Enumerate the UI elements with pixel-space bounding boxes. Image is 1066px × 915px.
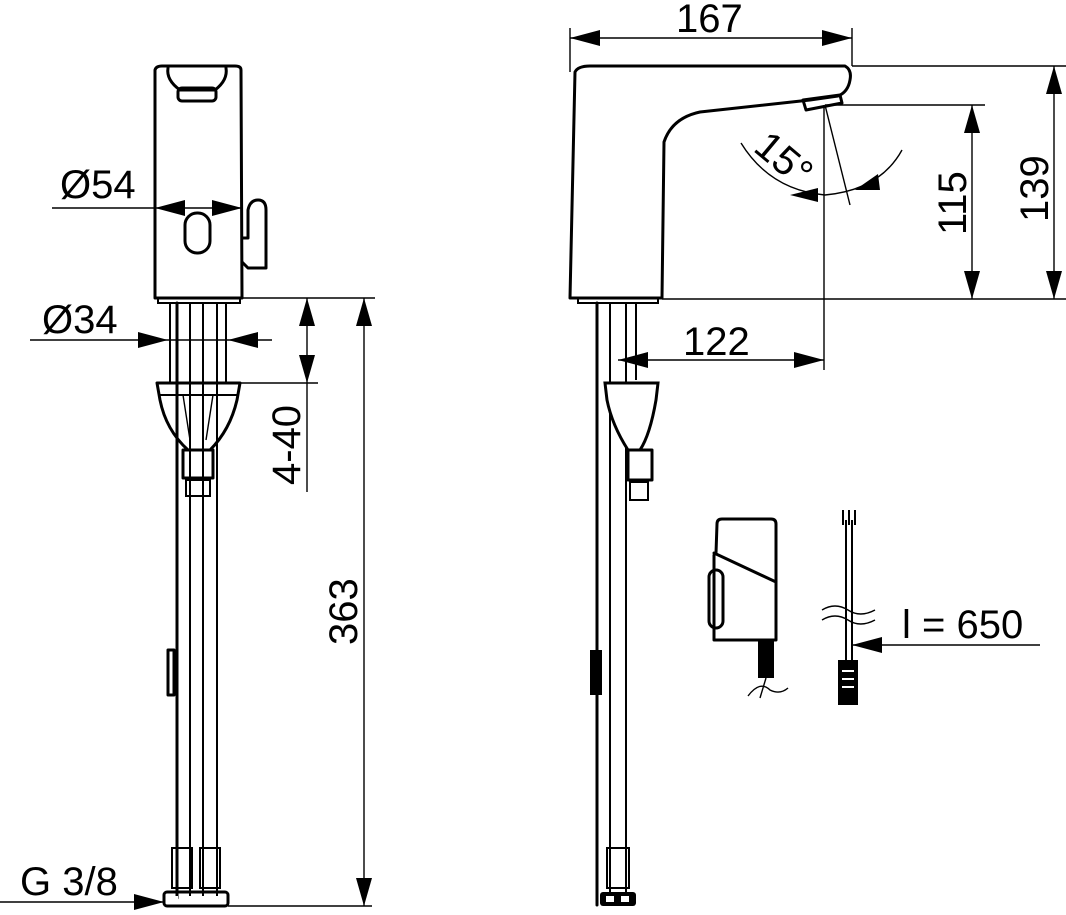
dim-hose-connection: G 3/8 (20, 860, 118, 904)
cable-connector-side (590, 650, 602, 695)
dim-hose-length: 363 (322, 578, 366, 645)
cable-connector-front (166, 648, 176, 697)
dim-cable-length: l = 650 (902, 603, 1023, 647)
side-view: 167 115 139 122 15° (568, 0, 1066, 907)
side-lever (240, 198, 268, 270)
dim-projection: 167 (676, 0, 743, 41)
fixing-nut-side (603, 381, 660, 452)
aerator-icon (166, 66, 228, 92)
nut-sleeve (181, 448, 215, 480)
hose-fitting-left (171, 847, 193, 889)
aerator-ring (176, 86, 218, 103)
hose-fitting-right (199, 847, 221, 889)
dim-spout-reach: 122 (683, 320, 750, 364)
power-supply-detail: l = 650 (707, 510, 1040, 705)
power-box-plug (758, 640, 774, 678)
dim-body-diameter: Ø54 (60, 163, 136, 207)
dim-shank-diameter: Ø34 (42, 298, 118, 342)
faucet-body-side (568, 64, 852, 300)
cable-break-symbol (821, 605, 876, 615)
cable-connector (838, 660, 858, 705)
sensor-window (183, 211, 212, 255)
dim-sensor-angle: 15° (746, 123, 821, 196)
faucet-body-front (153, 64, 244, 300)
hose-nut (162, 890, 230, 908)
fixing-nut (155, 381, 242, 452)
dim-total-height: 139 (1013, 155, 1057, 222)
front-view: Ø54 Ø34 4-40 363 G 3/8 (0, 64, 375, 910)
dim-outlet-height: 115 (931, 171, 975, 235)
power-box (712, 517, 778, 642)
dim-deck-thickness: 4-40 (265, 405, 309, 485)
outlet-nozzle (801, 93, 844, 112)
